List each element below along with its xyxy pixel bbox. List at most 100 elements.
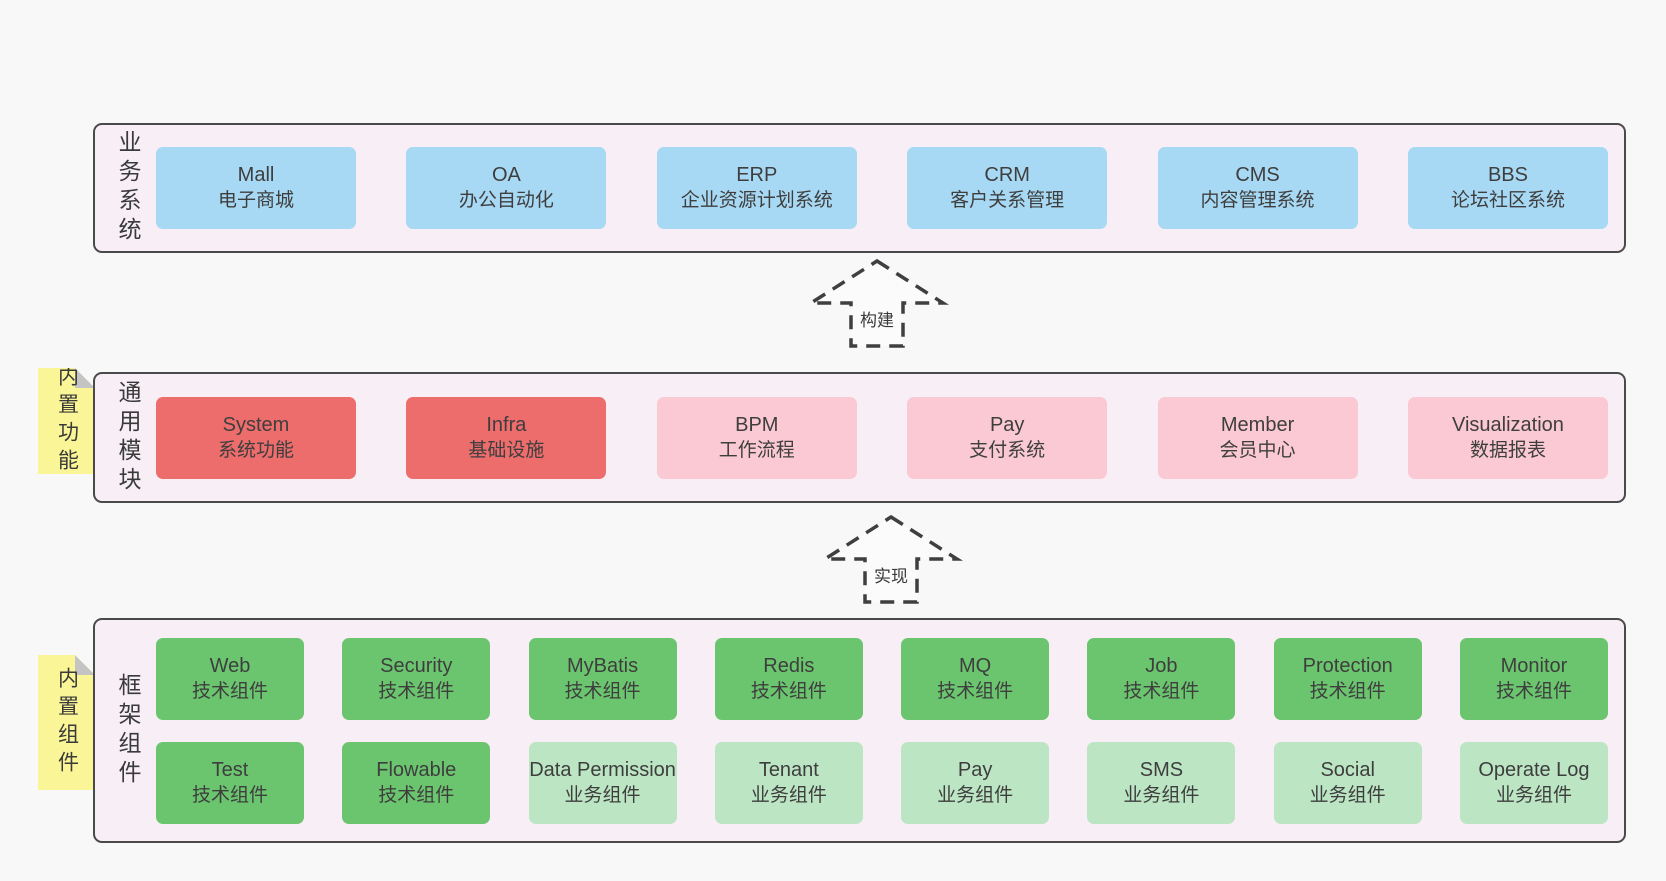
dashed-up-arrow-icon bbox=[804, 258, 950, 348]
box-title: Operate Log bbox=[1478, 758, 1590, 781]
tag-built-in-components: 内置组件 bbox=[38, 655, 95, 790]
box-title: Visualization bbox=[1451, 413, 1564, 436]
box-title: Protection bbox=[1302, 654, 1393, 677]
box-title: MyBatis bbox=[567, 654, 639, 677]
box-subtitle: 技术组件 bbox=[937, 680, 1014, 702]
tag-built-in-components-label: 内置组件 bbox=[55, 666, 79, 779]
box-title: BBS bbox=[1487, 164, 1528, 186]
box-tenant: Tenant 业务组件 bbox=[714, 741, 863, 824]
box-subtitle: 业务组件 bbox=[564, 784, 641, 806]
box-subtitle: 技术组件 bbox=[1309, 680, 1386, 702]
box-test: Test 技术组件 bbox=[156, 741, 304, 824]
box-protection: Protection 技术组件 bbox=[1273, 637, 1422, 720]
box-data-permission: Data Permission 业务组件 bbox=[528, 741, 677, 824]
tag-built-in-features: 内置功能 bbox=[38, 368, 95, 474]
box-title: ERP bbox=[736, 164, 778, 186]
box-security: Security 技术组件 bbox=[342, 637, 491, 720]
panel-common-modules-label: 通用模块 bbox=[115, 379, 141, 496]
box-visualization: Visualization 数据报表 bbox=[1407, 396, 1608, 479]
box-member: Member 会员中心 bbox=[1157, 396, 1358, 479]
box-subtitle: 工作流程 bbox=[718, 439, 795, 461]
implement-arrow-label: 实现 bbox=[871, 562, 911, 587]
box-cms: CMS 内容管理系统 bbox=[1157, 147, 1358, 229]
box-subtitle: 技术组件 bbox=[378, 680, 455, 702]
box-mybatis: MyBatis 技术组件 bbox=[528, 637, 677, 720]
box-infra: Infra 基础设施 bbox=[406, 396, 607, 479]
box-bbs: BBS 论坛社区系统 bbox=[1407, 147, 1608, 229]
box-title: Social bbox=[1320, 758, 1375, 781]
box-title: Mall bbox=[237, 164, 275, 186]
box-subtitle: 系统功能 bbox=[217, 439, 294, 461]
box-subtitle: 技术组件 bbox=[378, 784, 455, 806]
box-subtitle: 论坛社区系统 bbox=[1450, 190, 1565, 211]
box-title: Redis bbox=[763, 654, 815, 677]
box-subtitle: 业务组件 bbox=[937, 784, 1014, 806]
box-title: BPM bbox=[735, 413, 779, 436]
box-title: Security bbox=[380, 654, 453, 677]
box-operate-log: Operate Log 业务组件 bbox=[1459, 741, 1608, 824]
box-title: CMS bbox=[1235, 164, 1280, 186]
box-title: Tenant bbox=[758, 758, 819, 781]
box-subtitle: 内容管理系统 bbox=[1200, 190, 1315, 211]
box-subtitle: 技术组件 bbox=[191, 784, 268, 806]
box-bpm: BPM 工作流程 bbox=[656, 396, 857, 479]
box-title: System bbox=[222, 413, 290, 436]
box-subtitle: 企业资源计划系统 bbox=[680, 190, 833, 211]
box-title: MQ bbox=[959, 654, 992, 677]
business-systems-rows: Mall 电子商城 OA 办公自动化 ERP 企业资源计划系统 CRM 客户关系管理 CMS 内容… bbox=[156, 125, 1608, 251]
box-subtitle: 技术组件 bbox=[750, 680, 827, 702]
box-subtitle: 技术组件 bbox=[564, 680, 641, 702]
box-oa: OA 办公自动化 bbox=[406, 147, 607, 229]
build-arrow-label: 构建 bbox=[857, 306, 897, 331]
box-title: Data Permission bbox=[529, 758, 676, 781]
box-title: Pay bbox=[957, 758, 993, 781]
box-title: Test bbox=[211, 758, 249, 781]
build-arrow: 构建 bbox=[802, 258, 952, 350]
box-pay: Pay 业务组件 bbox=[901, 741, 1050, 824]
box-mq: MQ 技术组件 bbox=[901, 637, 1050, 720]
box-subtitle: 业务组件 bbox=[1123, 784, 1200, 806]
box-subtitle: 基础设施 bbox=[468, 439, 545, 461]
box-subtitle: 业务组件 bbox=[750, 784, 827, 806]
box-mall: Mall 电子商城 bbox=[156, 147, 356, 229]
box-title: Monitor bbox=[1500, 654, 1568, 677]
box-subtitle: 业务组件 bbox=[1495, 784, 1572, 806]
box-title: SMS bbox=[1139, 758, 1184, 781]
box-erp: ERP 企业资源计划系统 bbox=[656, 147, 857, 229]
business-systems-row: Mall 电子商城 OA 办公自动化 ERP 企业资源计划系统 CRM 客户关系管理 CMS 内容… bbox=[156, 147, 1608, 229]
box-title: Member bbox=[1220, 413, 1295, 436]
box-subtitle: 技术组件 bbox=[1123, 680, 1200, 702]
box-monitor: Monitor 技术组件 bbox=[1459, 637, 1608, 720]
box-subtitle: 技术组件 bbox=[1495, 680, 1572, 702]
box-subtitle: 办公自动化 bbox=[458, 190, 554, 211]
box-title: Flowable bbox=[376, 758, 457, 781]
box-title: Web bbox=[209, 654, 251, 677]
box-title: CRM bbox=[984, 164, 1030, 186]
box-subtitle: 业务组件 bbox=[1309, 784, 1386, 806]
box-subtitle: 会员中心 bbox=[1219, 439, 1296, 461]
box-subtitle: 数据报表 bbox=[1469, 439, 1546, 461]
box-redis: Redis 技术组件 bbox=[714, 637, 863, 720]
dashed-up-arrow-icon bbox=[818, 514, 964, 604]
box-sms: SMS 业务组件 bbox=[1087, 741, 1236, 824]
tag-built-in-features-label: 内置功能 bbox=[55, 365, 79, 477]
box-subtitle: 客户关系管理 bbox=[950, 190, 1065, 211]
implement-arrow: 实现 bbox=[816, 514, 966, 606]
box-social: Social 业务组件 bbox=[1273, 741, 1422, 824]
box-title: OA bbox=[491, 164, 521, 186]
box-title: Infra bbox=[486, 413, 527, 436]
panel-business-systems: 业务系统 Mall 电子商城 OA 办公自动化 ERP 企业资源计划系统 CRM 客户关系管理… bbox=[93, 123, 1626, 253]
box-flowable: Flowable 技术组件 bbox=[342, 741, 491, 824]
box-subtitle: 电子商城 bbox=[217, 190, 294, 211]
panel-business-systems-label: 业务系统 bbox=[115, 130, 141, 246]
panel-framework-components-label: 框架组件 bbox=[115, 672, 141, 789]
